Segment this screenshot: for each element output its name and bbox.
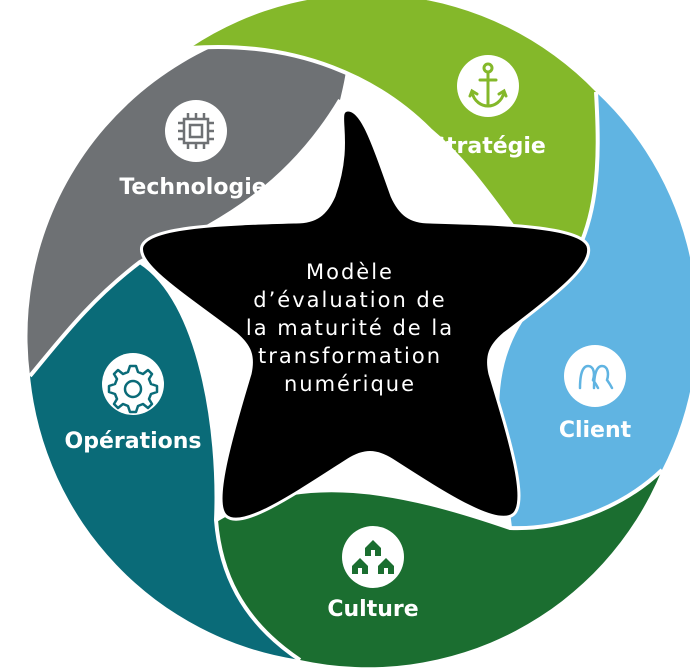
segment-culture [216, 470, 662, 668]
segment-label-operations: Opérations [65, 429, 202, 454]
houses-icon [352, 540, 394, 574]
center-title-line-4: transformation [257, 344, 443, 368]
segment-label-culture: Culture [327, 597, 418, 622]
anchor-icon [468, 62, 508, 108]
strategie-icon-badge [457, 55, 519, 117]
technologie-icon-badge [165, 100, 227, 162]
operations-icon-badge [102, 353, 164, 415]
gear-icon [107, 364, 159, 414]
people-icon [578, 364, 614, 390]
culture-icon-badge [342, 526, 404, 588]
segment-operations [30, 262, 300, 660]
center-title-line-2: d’évaluation de [253, 288, 447, 312]
client-icon-badge [564, 345, 626, 407]
segment-label-client: Client [559, 418, 632, 443]
segment-technologie [27, 18, 348, 376]
center-title-line-1: Modèle [306, 260, 394, 284]
center-star [140, 108, 591, 521]
chip-icon [178, 113, 214, 149]
center-title-line-3: la maturité de la [245, 316, 455, 340]
center-title: Modèle d’évaluation de la maturité de la… [220, 258, 480, 398]
segment-client [497, 92, 690, 529]
segment-label-technologie: Technologie [119, 175, 266, 200]
center-title-line-5: numérique [283, 372, 417, 396]
segment-label-strategie: Stratégie [430, 134, 546, 159]
